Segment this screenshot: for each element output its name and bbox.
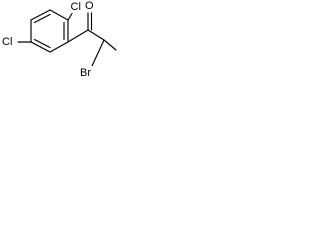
cl-left-label: Cl (2, 36, 12, 48)
bond-carbonyl-to-alpha-carbon (87, 29, 105, 41)
bond-alpha-carbon-to-methyl (103, 39, 117, 51)
atom-cl-left: Cl (1, 36, 17, 49)
atom-bromine: Br (79, 66, 97, 80)
ring-bond-bottom-left (30, 41, 51, 53)
ring-double-bond-bottom-left (33, 38, 51, 49)
ring-bond-top-left (30, 9, 51, 21)
ring-double-bond-top-left (33, 13, 51, 24)
bond-ring-to-carbonyl-carbon (67, 29, 89, 43)
benzene-ring (30, 9, 69, 53)
ring-bond-top-right (49, 9, 69, 21)
bond-ring-to-cl-top (67, 12, 73, 21)
oxygen-label: O (85, 0, 94, 12)
atom-oxygen: O (84, 0, 96, 12)
chemical-structure-diagram: Cl Cl O Br (1, 0, 117, 80)
cl-top-label: Cl (71, 1, 81, 13)
ring-bond-bottom-right (49, 41, 69, 53)
bond-alpha-carbon-to-bromine (91, 39, 105, 67)
atom-cl-top: Cl (70, 0, 84, 13)
bromine-label: Br (80, 67, 91, 79)
